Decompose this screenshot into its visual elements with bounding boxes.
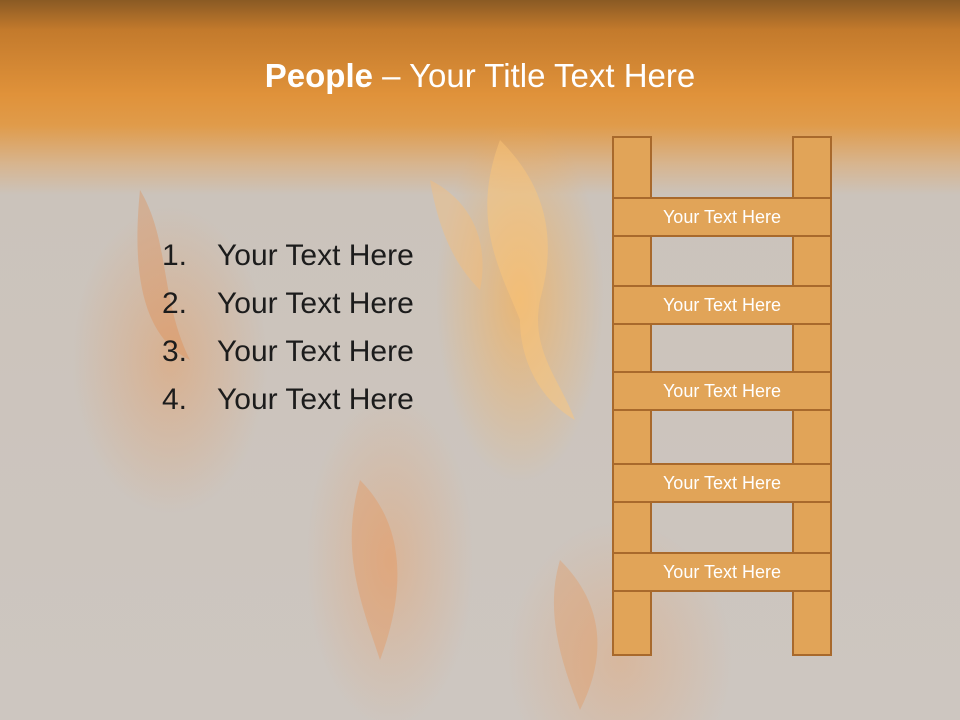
list-item: 4. Your Text Here: [162, 376, 414, 424]
ladder-step-2: Your Text Here: [612, 285, 832, 325]
list-item-number: 2.: [162, 287, 188, 320]
list-item-text: Your Text Here: [217, 383, 414, 416]
list-item-number: 1.: [162, 239, 188, 272]
list-item: 3. Your Text Here: [162, 328, 414, 376]
numbered-list: 1. Your Text Here 2. Your Text Here 3. Your…: [162, 232, 414, 424]
ladder-step-4: Your Text Here: [612, 463, 832, 503]
list-item: 1. Your Text Here: [162, 232, 414, 280]
list-item-number: 3.: [162, 335, 188, 368]
ladder-step-1: Your Text Here: [612, 197, 832, 237]
list-item-text: Your Text Here: [217, 335, 414, 368]
list-item-number: 4.: [162, 383, 188, 416]
list-item: 2. Your Text Here: [162, 280, 414, 328]
ladder-step-5: Your Text Here: [612, 552, 832, 592]
title-bold-text: People: [264, 57, 373, 94]
title-rest-text: – Your Title Text Here: [372, 57, 696, 94]
ladder-step-3: Your Text Here: [612, 371, 832, 411]
slide-title: People – Your Title Text Here: [0, 52, 960, 100]
list-item-text: Your Text Here: [217, 239, 414, 272]
list-item-text: Your Text Here: [217, 287, 414, 320]
